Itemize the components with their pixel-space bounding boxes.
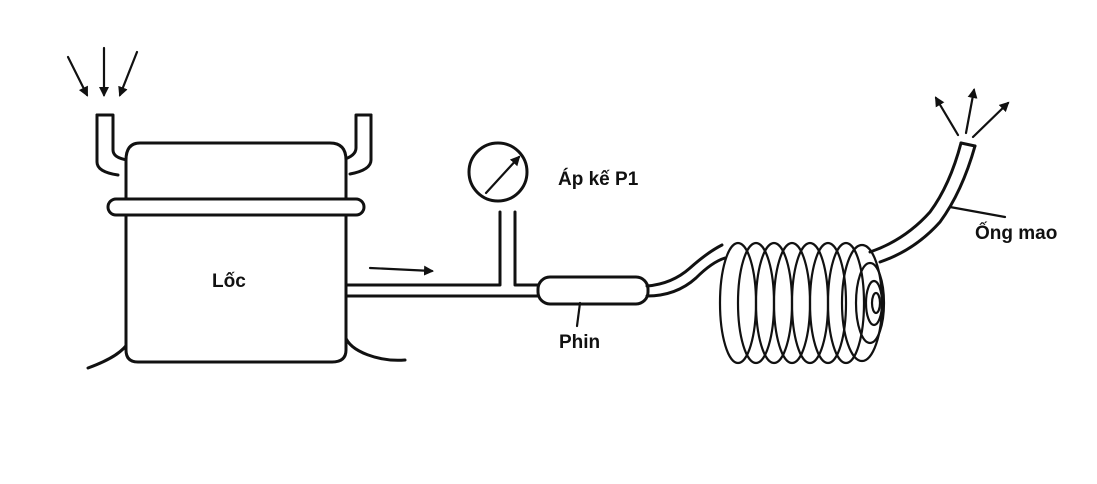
- capillary-tail: [868, 141, 977, 264]
- filter-label: Phin: [559, 332, 600, 353]
- gauge-needle: [484, 155, 521, 195]
- exhaust-arrows: [934, 88, 1010, 139]
- compressor-label: Lốc: [212, 271, 246, 292]
- intake-arrows: [66, 46, 139, 97]
- capillary-coil: [718, 241, 886, 365]
- flow-arrow: [368, 265, 434, 276]
- pressure-gauge: [467, 141, 529, 203]
- capillary-leader-line: [948, 205, 1007, 219]
- gauge-label: Áp kế P1: [558, 168, 639, 190]
- discharge-pipe: [344, 210, 542, 298]
- capillary-label: Ống mao: [975, 222, 1057, 244]
- filter-leader-line: [575, 301, 582, 328]
- filter-drier: [536, 275, 650, 306]
- capillary-outlet-cap: [959, 141, 977, 148]
- filter-outlet-pipe: [645, 243, 727, 298]
- compressor: [86, 113, 407, 370]
